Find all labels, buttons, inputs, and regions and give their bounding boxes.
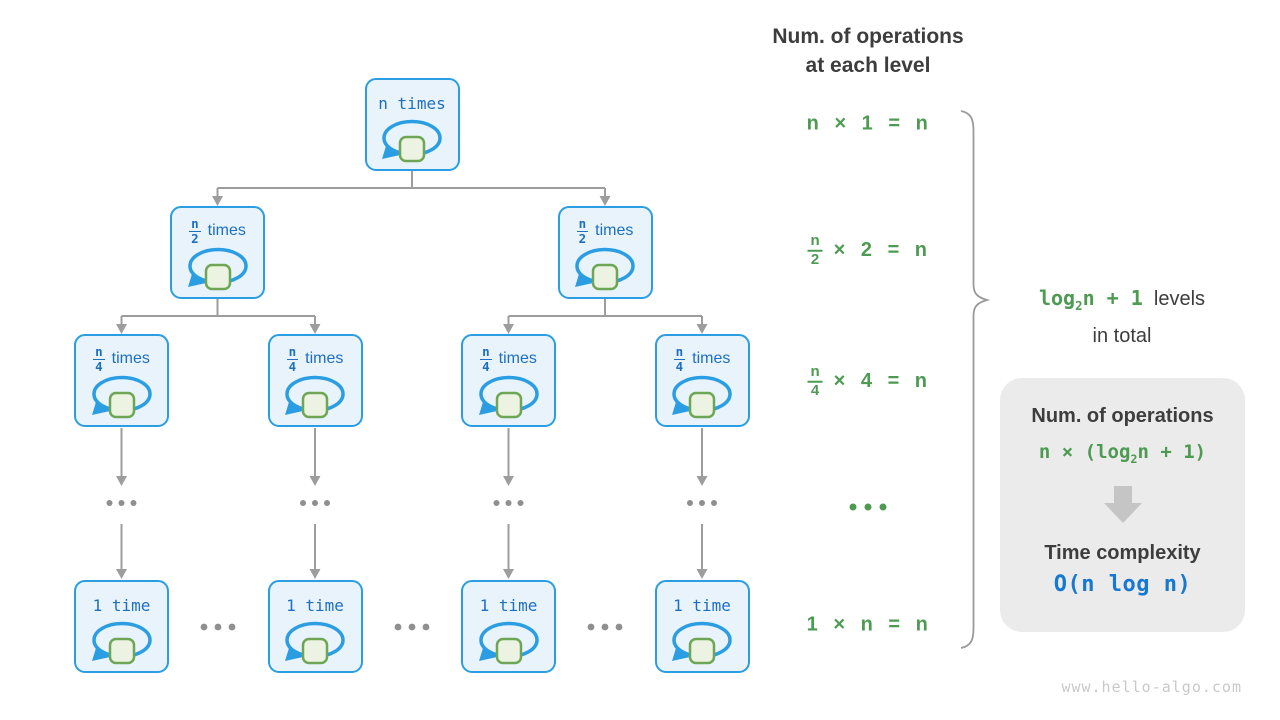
column-702: [687, 428, 717, 579]
green-dot: [864, 503, 872, 511]
column-508: [493, 428, 524, 579]
tree-node-level-last-3: 1 time: [654, 580, 750, 673]
loop-icon: [672, 621, 732, 665]
loop-icon: [91, 375, 152, 419]
summary-title: Num. of operations: [1031, 405, 1214, 427]
bottom-row-ellipsis: [200, 623, 623, 631]
node-label: 1 time: [479, 595, 538, 615]
complexity-title: Time complexity: [1044, 541, 1201, 564]
column-header: Num. of operations at each level: [772, 22, 963, 80]
implies-arrow-icon: [1103, 485, 1142, 523]
loop-icon: [285, 621, 345, 665]
loop-icon: [187, 247, 248, 291]
complexity-value: O(n log n): [1053, 571, 1192, 597]
column-header-line2: at each level: [805, 54, 931, 77]
summary-box: Num. of operations n × (log2n + 1) Time …: [1000, 378, 1245, 632]
column-header-line1: Num. of operations: [772, 25, 964, 48]
node-label: 1 time: [673, 595, 731, 615]
operations-formula: n × (log2n + 1): [1038, 441, 1207, 466]
column-315: [300, 428, 330, 579]
green-dot: [879, 503, 887, 511]
levels-total-line1: log2n + 1 levels: [1038, 286, 1206, 313]
operations-row-3: [846, 503, 891, 511]
operations-row-0: n × 1 = n: [806, 112, 930, 135]
loop-icon: [382, 119, 442, 163]
loop-icon: [285, 375, 345, 419]
loop-icon: [478, 375, 539, 419]
levels-total-label: log2n + 1 levels in total: [1039, 283, 1205, 351]
tree-node-level-last-2: 1 time: [461, 580, 556, 673]
operations-row-4: 1 × n = n: [806, 613, 930, 636]
watermark: www.hello-algo.com: [1061, 678, 1242, 696]
tree-node-level-last-0: 1 time: [74, 580, 169, 673]
loop-icon: [478, 621, 539, 665]
node-label: n times: [378, 93, 446, 113]
tree-node-level-0-0: n times: [364, 78, 460, 171]
loop-icon: [575, 247, 635, 291]
node-label: 1 time: [92, 595, 151, 615]
green-dot: [849, 503, 857, 511]
loop-icon: [672, 375, 732, 419]
loop-icon: [91, 621, 152, 665]
tree-node-level-last-1: 1 time: [267, 580, 363, 673]
levels-total-line2: in total: [1092, 325, 1152, 347]
brace: [960, 110, 991, 649]
node-label: 1 time: [286, 595, 344, 615]
column-121: [106, 428, 137, 579]
